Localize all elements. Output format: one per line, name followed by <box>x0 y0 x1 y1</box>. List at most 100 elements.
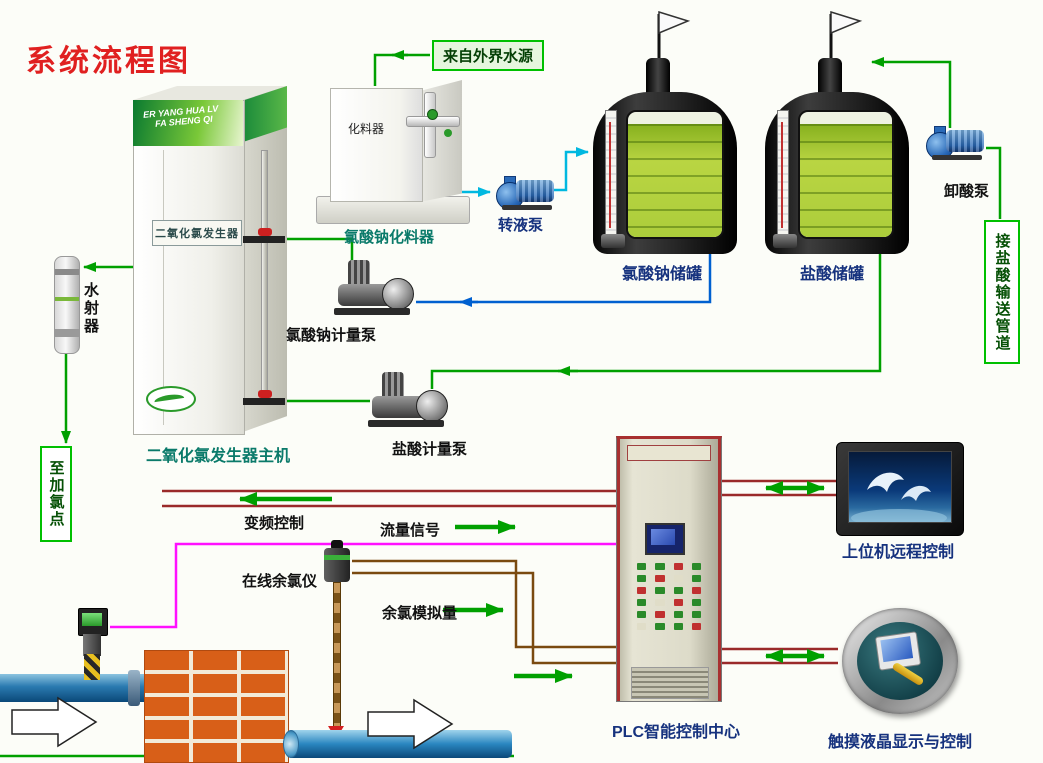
hcl-valve-stub <box>243 398 285 405</box>
hcl-valve-handle <box>258 390 272 398</box>
naclo3-dosing-line <box>286 237 354 261</box>
mpump-motor <box>382 372 404 399</box>
water-channel <box>283 730 512 758</box>
flow-meter-screen <box>82 613 102 626</box>
generator-label: 二氧化氯发生器主机 <box>146 448 291 465</box>
water-ejector-label: 水射器 <box>82 282 99 336</box>
generator-logo <box>146 386 196 412</box>
water-source-label: 来自外界水源 <box>432 40 545 71</box>
plc-trim <box>718 439 721 701</box>
transfer-pump-label: 转液泵 <box>498 217 544 234</box>
transfer-pump <box>496 176 558 212</box>
mpump-head <box>416 390 448 422</box>
touch-display <box>842 608 958 714</box>
brick-wall <box>144 650 289 763</box>
generator-nameplate: 二氧化氯发生器 <box>152 220 242 246</box>
plc-top-panel <box>627 445 711 461</box>
chlorine-analog-label: 余氯模拟量 <box>382 605 458 622</box>
dissolver-body <box>330 88 423 202</box>
chlorine-meter-label: 在线余氯仪 <box>242 573 318 590</box>
hcl-metering-pump-label: 盐酸计量泵 <box>392 441 468 458</box>
raw-water-line <box>373 53 430 86</box>
host-screen <box>848 451 952 523</box>
mpump-head <box>382 278 414 310</box>
host-monitor-label: 上位机远程控制 <box>842 544 955 561</box>
pump-base <box>502 205 552 210</box>
chlorination-point-box: 至加氯点 <box>40 446 72 542</box>
mini-monitor-screen <box>880 636 914 663</box>
unload-to-tank-line <box>871 57 952 128</box>
chlorine-probe-cable <box>331 540 343 550</box>
ejector-band <box>55 297 79 301</box>
naclo3-metering-pump <box>334 260 414 320</box>
plc-cabinet <box>616 436 722 702</box>
mpump-base <box>334 308 410 315</box>
naclo3-liquid <box>628 124 722 237</box>
generator-door-seam <box>163 150 164 425</box>
water-ejector <box>54 256 80 354</box>
pump-base <box>932 155 982 160</box>
host-monitor <box>836 442 964 536</box>
dissolver-valve <box>427 109 438 120</box>
flag-icon <box>657 10 863 60</box>
flow-meter <box>78 608 108 680</box>
flow-signal-label: 流量信号 <box>380 522 441 539</box>
pipe-flange <box>128 670 140 706</box>
naclo3-tank-label: 氯酸钠储罐 <box>622 266 703 283</box>
plc-screen <box>645 523 685 555</box>
naclo3-gauge-line <box>609 122 611 228</box>
ejector-band <box>55 269 79 275</box>
hcl-tank-neck <box>818 58 842 98</box>
generator-brand-band: ER YANG HUA LV FA SHENG QI <box>133 100 243 146</box>
pump-motor <box>946 130 984 152</box>
flow-signal-line <box>110 542 616 629</box>
pipeline-to-pump-line <box>986 146 1002 219</box>
plc-buttons <box>637 563 701 630</box>
naclo3-level-gauge <box>605 110 617 236</box>
page-title: 系统流程图 <box>26 45 191 78</box>
vfd-control-label: 变频控制 <box>244 515 305 532</box>
dissolver-tag: 化料器 <box>348 122 385 136</box>
chlorine-probe-head <box>324 548 350 582</box>
dolphins-image <box>851 472 947 522</box>
flow-meter-stem <box>84 654 100 680</box>
ejector-band <box>55 329 79 337</box>
naclo3-metering-pump-label: 氯酸钠计量泵 <box>286 327 377 344</box>
naclo3-tank-valve <box>601 234 625 248</box>
hcl-liquid <box>800 124 892 237</box>
mpump-motor <box>348 260 370 287</box>
logo-swoosh <box>153 392 185 403</box>
plc-screen-image <box>651 529 675 545</box>
flow-meter-body <box>83 634 101 656</box>
plc-trim <box>617 439 620 701</box>
chlorine-analog-line <box>352 571 616 665</box>
hcl-tank-window <box>798 110 894 239</box>
hcl-metering-pump <box>368 372 448 432</box>
plc-grille <box>631 667 709 699</box>
hcl-feed-line <box>430 254 882 389</box>
hcl-gauge-line <box>781 122 783 228</box>
touch-display-face <box>857 622 943 700</box>
mpump-base <box>368 420 444 427</box>
naclo3-tank-window <box>626 110 724 239</box>
dissolver-label: 氯酸钠化料器 <box>344 229 435 246</box>
hcl-tank-valve <box>773 234 797 248</box>
hcl-pipeline-box: 接盐酸输送管道 <box>984 220 1020 364</box>
naclo3-feed-line <box>416 254 712 304</box>
hcl-level-gauge <box>777 110 789 236</box>
generator-top <box>133 86 287 100</box>
naclo3-tank-neck <box>646 58 670 98</box>
dissolver-valve <box>444 129 452 137</box>
acid-unloading-pump <box>926 126 988 162</box>
touch-display-label: 触摸液晶显示与控制 <box>828 734 973 751</box>
generator-side-tube <box>261 150 268 402</box>
plc-label: PLC智能控制中心 <box>612 724 741 741</box>
naclo3-valve-stub <box>243 236 285 243</box>
pump-to-tank-line <box>552 147 589 192</box>
channel-end-cap <box>283 730 299 758</box>
pump-motor <box>516 180 554 202</box>
chlorine-probe-rod <box>333 582 341 730</box>
probe-band <box>324 555 350 560</box>
chlorine-analog-line <box>352 559 616 649</box>
